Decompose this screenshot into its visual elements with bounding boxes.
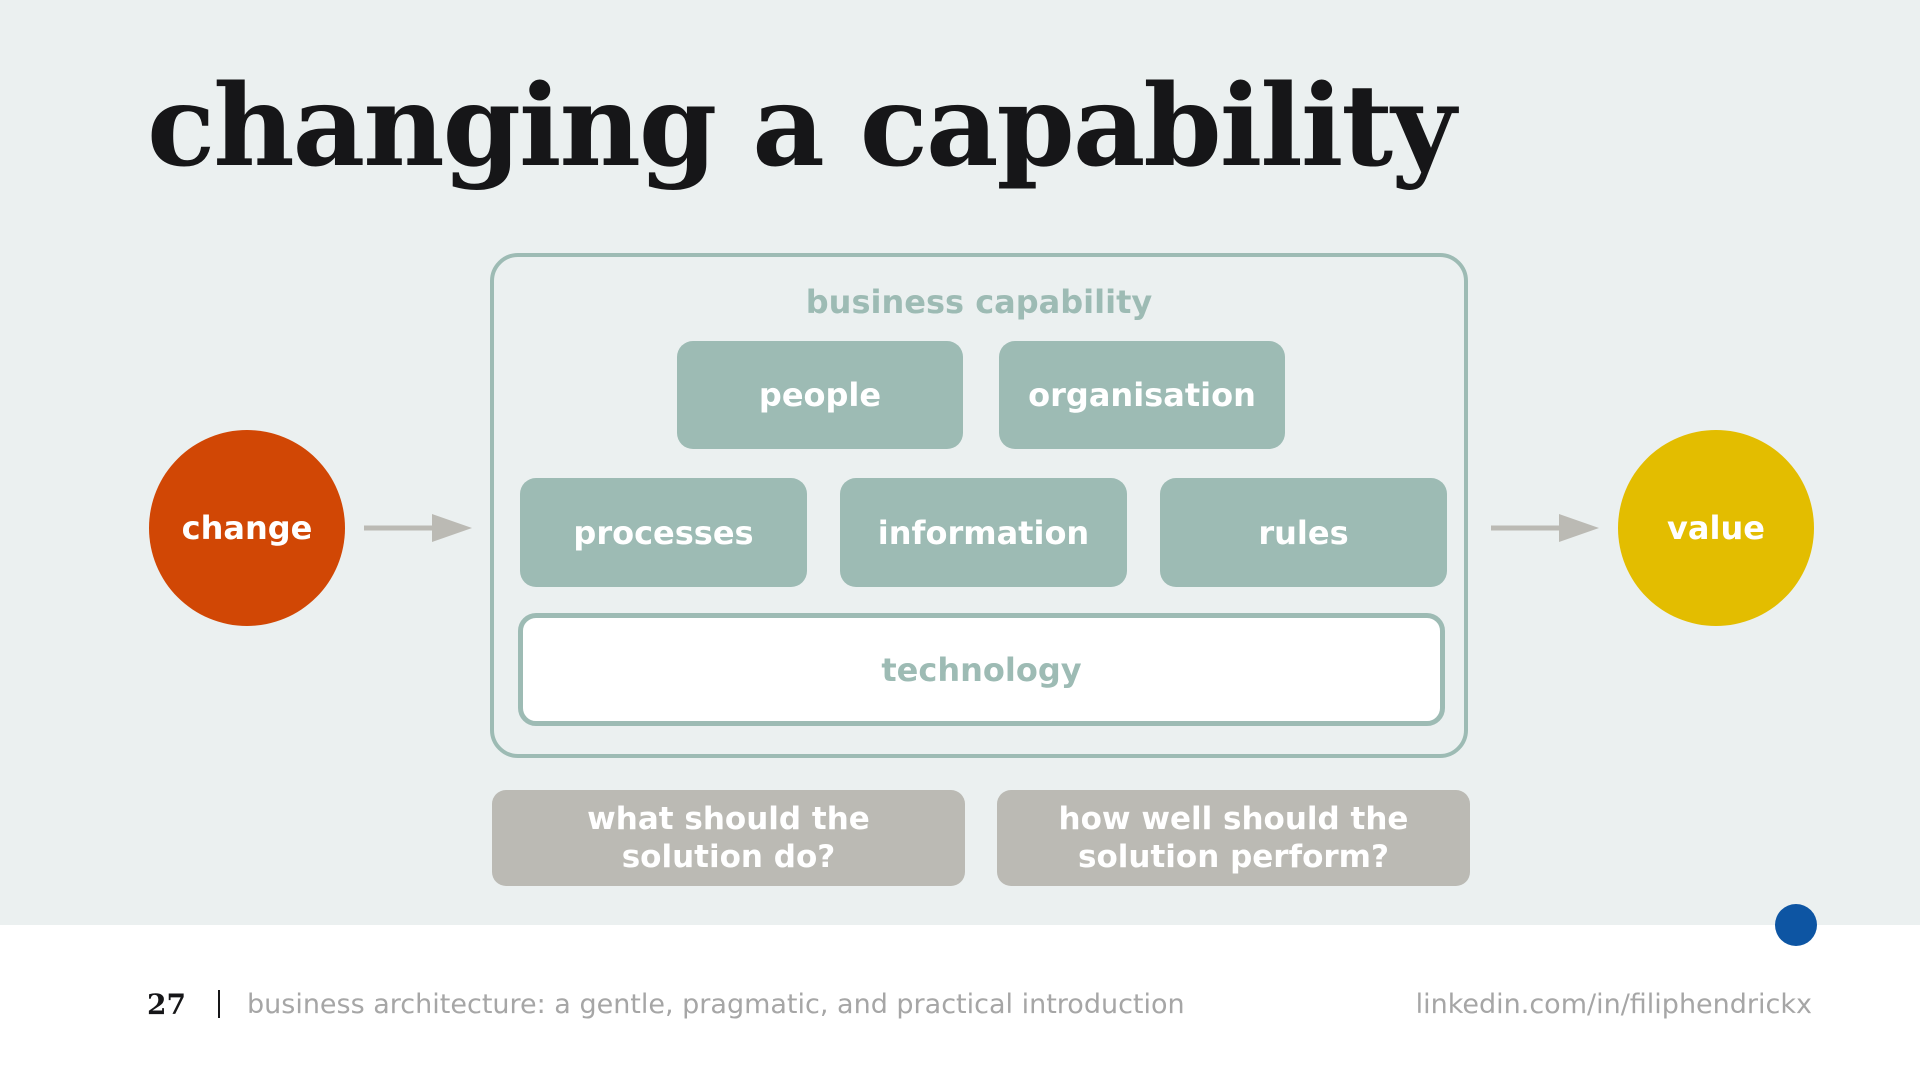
organisation-label: organisation	[1028, 376, 1256, 414]
performance-question-box: how well should the solution perform?	[997, 790, 1470, 886]
processes-label: processes	[573, 513, 754, 552]
accent-dot	[1775, 904, 1817, 946]
footer-divider	[218, 990, 220, 1018]
business-capability-label: business capability	[805, 283, 1153, 321]
technology-box: technology	[518, 613, 1445, 726]
functional-question-box: what should the solution do?	[492, 790, 965, 886]
people-box: people	[677, 341, 963, 449]
change-label: change	[181, 509, 313, 547]
people-label: people	[758, 376, 882, 414]
organisation-box: organisation	[999, 341, 1285, 449]
information-label: information	[877, 513, 1090, 552]
arrow-right-icon	[364, 514, 472, 542]
arrow-right-icon	[1491, 514, 1599, 542]
functional-question-text: what should the solution do?	[587, 801, 870, 875]
change-circle: change	[149, 430, 345, 626]
business-capability-frame	[490, 253, 1468, 758]
linkedin-link: linkedin.com/in/filiphendrickx	[1415, 989, 1812, 1020]
rules-box: rules	[1160, 478, 1447, 587]
processes-box: processes	[520, 478, 807, 587]
performance-question-text: how well should the solution perform?	[1058, 801, 1409, 875]
page-number: 27	[147, 988, 186, 1021]
information-box: information	[840, 478, 1127, 587]
value-circle: value	[1618, 430, 1814, 626]
deck-title: business architecture: a gentle, pragmat…	[247, 989, 1185, 1020]
technology-label: technology	[881, 650, 1082, 689]
slide-title: changing a capability	[147, 61, 1456, 192]
value-label: value	[1667, 509, 1765, 547]
rules-label: rules	[1258, 513, 1349, 552]
